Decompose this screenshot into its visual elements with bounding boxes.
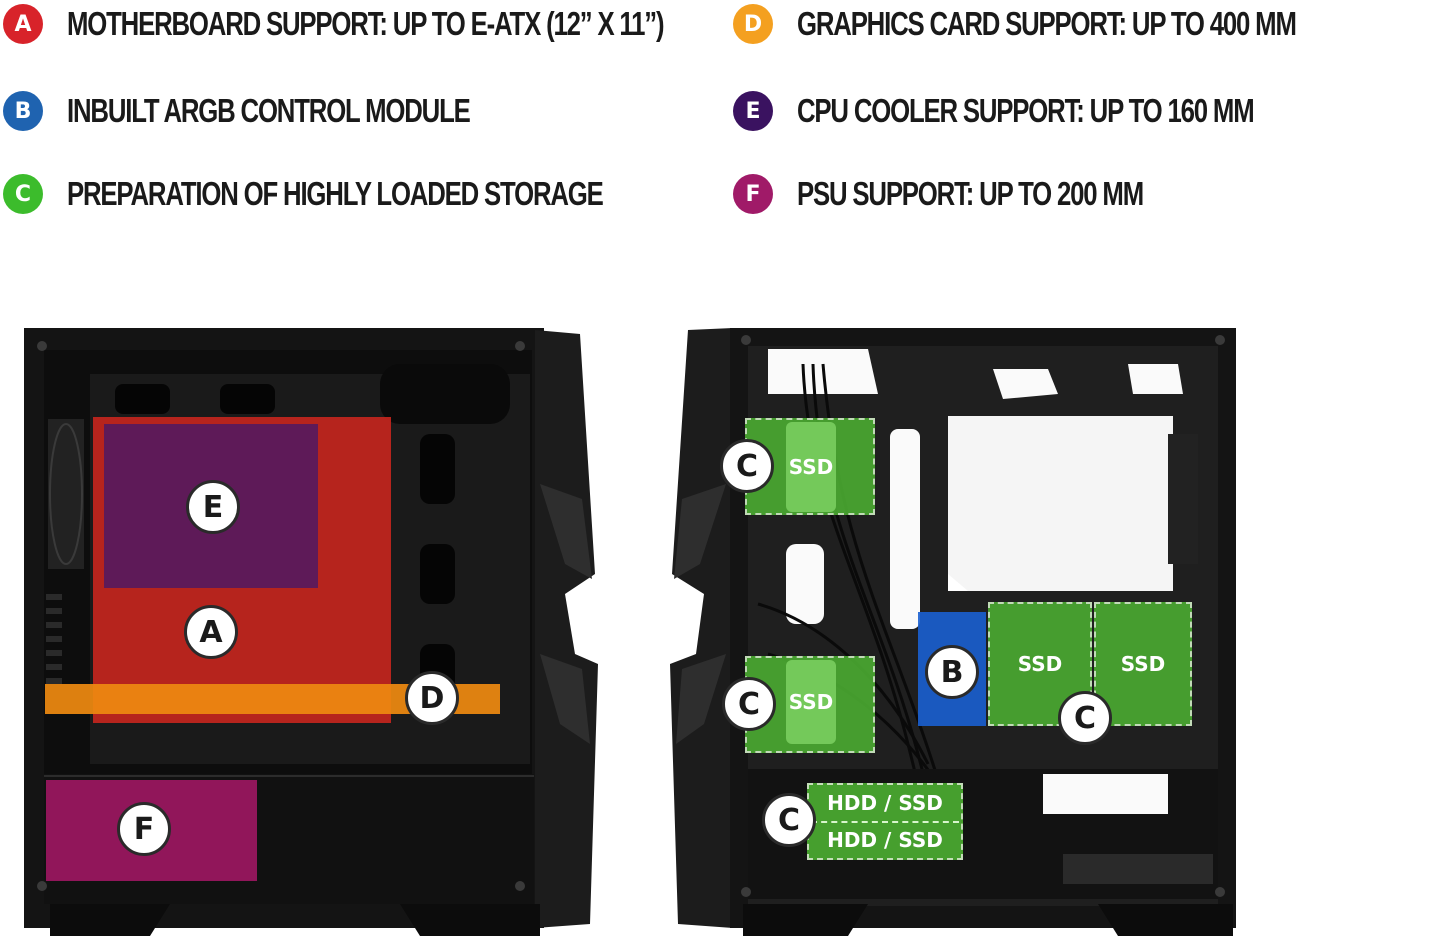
feature-text: PREPARATION OF HIGHLY LOADED STORAGE	[67, 175, 604, 212]
marker-c-bottom: C	[762, 793, 816, 847]
hdd-ssd-label-2: HDD / SSD	[827, 828, 943, 852]
badge-d: D	[733, 4, 773, 44]
feature-graphics: D GRAPHICS CARD SUPPORT: UP TO 400 MM	[733, 2, 1436, 46]
feature-motherboard: A MOTHERBOARD SUPPORT: UP TO E-ATX (12” …	[3, 2, 832, 46]
ssd-label-top: SSD	[786, 422, 836, 512]
hdd-bay-divider	[811, 821, 959, 823]
badge-e: E	[733, 91, 773, 131]
badge-c: C	[3, 174, 43, 214]
marker-e: E	[186, 480, 240, 534]
marker-c-right: C	[1058, 691, 1112, 745]
feature-psu: F PSU SUPPORT: UP TO 200 MM	[733, 172, 1241, 216]
badge-b: B	[3, 91, 43, 131]
marker-b: B	[925, 645, 979, 699]
marker-c-mid: C	[722, 677, 776, 731]
feature-cpu-cooler: E CPU COOLER SUPPORT: UP TO 160 MM	[733, 89, 1382, 133]
zone-ssd-right-2	[1094, 602, 1192, 726]
marker-d: D	[405, 671, 459, 725]
feature-text: GRAPHICS CARD SUPPORT: UP TO 400 MM	[797, 5, 1297, 42]
ssd-label-right-2: SSD	[1120, 652, 1166, 676]
badge-f: F	[733, 174, 773, 214]
feature-text: INBUILT ARGB CONTROL MODULE	[67, 92, 471, 129]
marker-c-top: C	[720, 439, 774, 493]
feature-text: MOTHERBOARD SUPPORT: UP TO E-ATX (12” X …	[67, 5, 665, 42]
feature-text: CPU COOLER SUPPORT: UP TO 160 MM	[797, 92, 1255, 129]
marker-f: F	[117, 802, 171, 856]
ssd-label-mid: SSD	[786, 660, 836, 744]
ssd-label-right-1: SSD	[1017, 652, 1063, 676]
badge-a: A	[3, 4, 43, 44]
hdd-ssd-label-1: HDD / SSD	[827, 791, 943, 815]
feature-argb: B INBUILT ARGB CONTROL MODULE	[3, 89, 583, 133]
feature-storage: C PREPARATION OF HIGHLY LOADED STORAGE	[3, 172, 754, 216]
feature-text: PSU SUPPORT: UP TO 200 MM	[797, 175, 1144, 212]
marker-a: A	[184, 605, 238, 659]
